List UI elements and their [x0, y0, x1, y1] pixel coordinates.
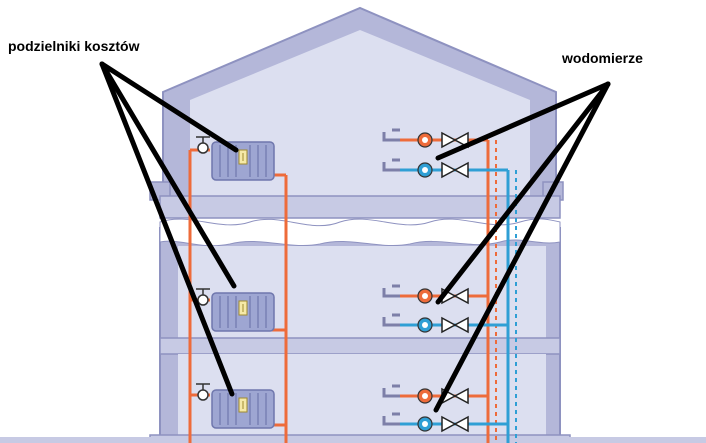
- heat-cost-allocators-label: podzielniki kosztów: [8, 38, 140, 54]
- radiator-lower: [211, 389, 275, 429]
- radiator-attic: [211, 141, 275, 181]
- pointer-allocator-upper: [99, 61, 237, 289]
- thermostatic-valve-icon: [196, 383, 210, 401]
- thermostatic-valves: [196, 136, 210, 401]
- water-meter-icon: [417, 162, 433, 178]
- heat-cost-allocator-icon: [238, 397, 248, 413]
- water-meter-icon: [417, 416, 433, 432]
- floor-slab-middle: [159, 337, 561, 355]
- tap-icon: [382, 128, 400, 142]
- attic-floor-slab: [159, 195, 561, 219]
- pointer-meter-lower: [433, 81, 611, 413]
- water-meter-icon: [417, 132, 433, 148]
- shutoff-valve-icon: [441, 415, 469, 433]
- pointer-meter-attic: [435, 81, 611, 161]
- pointer-allocator-attic: [99, 61, 239, 153]
- tap-icon: [382, 313, 400, 327]
- tap-icon: [382, 412, 400, 426]
- thermostatic-valve-icon: [196, 136, 210, 154]
- water-meter-icon: [417, 317, 433, 333]
- shutoff-valve-icon: [441, 131, 469, 149]
- heat-cost-allocator-icon: [238, 149, 248, 165]
- radiators: [211, 141, 275, 429]
- tap-icon: [382, 284, 400, 298]
- tap-icon: [382, 384, 400, 398]
- cut-gap: [159, 218, 561, 247]
- thermostatic-valve-icon: [196, 288, 210, 306]
- water-meter-icon: [417, 388, 433, 404]
- heat-cost-allocator-icon: [238, 300, 248, 316]
- pointer-meter-upper: [435, 81, 611, 305]
- radiator-upper: [211, 292, 275, 332]
- water-meters-label: wodomierze: [562, 50, 643, 66]
- shutoff-valve-icon: [441, 316, 469, 334]
- water-meter-icon: [417, 288, 433, 304]
- pointer-lines: [99, 61, 611, 413]
- tap-icon: [382, 158, 400, 172]
- pointer-allocator-lower: [99, 61, 235, 397]
- shutoff-valve-icon: [441, 161, 469, 179]
- base-strip: [0, 437, 706, 443]
- water-fixtures: [382, 128, 469, 433]
